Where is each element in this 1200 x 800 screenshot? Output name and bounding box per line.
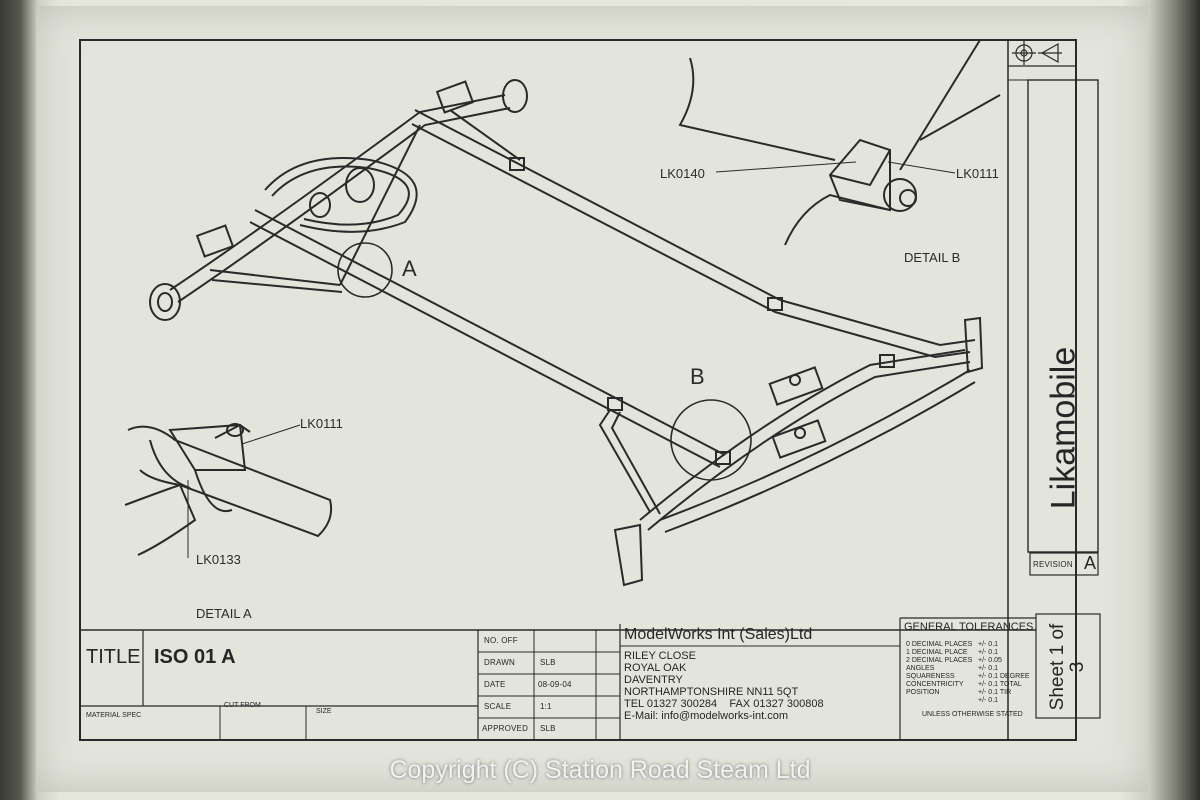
part-label-lk0111-detail-a: LK0111 [300,416,343,431]
circle-b-label: B [690,364,705,389]
title-label: TITLE [86,646,141,668]
scale-label: SCALE [484,702,512,711]
copyright-watermark: Copyright (C) Station Road Steam Ltd [389,756,811,784]
drawing-title: ISO 01 A [154,646,236,668]
address-line-1: RILEY CLOSE [624,650,696,662]
detail-b-caption: DETAIL B [904,250,961,265]
projection-symbol-icon [1012,41,1062,65]
part-label-lk0111-detail-b: LK0111 [956,166,999,181]
company-email: E-Mail: info@modelworks-int.com [624,710,788,722]
cut-from-label: CUT FROM [224,702,261,709]
company-phone-row: TEL 01327 300284 FAX 01327 300808 [624,698,824,710]
drawing-border [79,39,1077,741]
tolerances-heading: GENERAL TOLERANCES [904,621,1034,633]
detail-b-view [678,39,1001,246]
part-label-lk0133: LK0133 [196,552,241,567]
company-name: ModelWorks Int (Sales)Ltd [624,626,813,643]
tolerances-table: 0 DECIMAL PLACES+/- 0.1 1 DECIMAL PLACE+… [906,641,1032,705]
revision-box [1029,552,1099,576]
date-value: 08-09-04 [538,680,572,689]
tolerance-row: ANGLES+/- 0.1 [906,665,999,672]
company-fax: FAX 01327 300808 [729,698,824,710]
address-line-3: DAVENTRY [624,674,683,686]
detail-a-caption: DETAIL A [196,606,252,621]
tolerance-row: 0 DECIMAL PLACES+/- 0.1 [906,641,999,648]
scale-value: 1:1 [540,702,552,711]
company-tel: TEL 01327 300284 [624,698,718,710]
product-name: Likamobile [1044,346,1083,510]
detail-a-circle [337,242,393,298]
sheet-number: Sheet 1 of 3 [1047,623,1088,711]
part-label-lk0140: LK0140 [660,166,705,181]
no-off-label: NO. OFF [484,636,518,645]
approved-label: APPROVED [482,724,529,733]
tolerance-row: 1 DECIMAL PLACE+/- 0.1 [906,649,999,656]
drawn-label: DRAWN [484,658,515,667]
circle-a-label: A [402,256,417,281]
revision-label: REVISION [1033,560,1073,569]
tolerances-note: UNLESS OTHERWISE STATED [922,711,1023,718]
detail-a-view [124,423,333,558]
tolerance-row: POSITION+/- 0.1 TIR [906,689,1012,696]
sheet-holder: Sheet 1 of 3 [1040,618,1096,716]
product-name-box [1027,79,1099,553]
tolerance-row: 2 DECIMAL PLACES+/- 0.05 [906,657,1002,664]
address-line-4: NORTHAMPTONSHIRE NN11 5QT [624,686,799,698]
revision-value: A [1084,553,1097,573]
date-label: DATE [484,680,506,689]
approved-value: SLB [540,724,556,733]
drawn-value: SLB [540,658,556,667]
address-line-2: ROYAL OAK [624,662,687,674]
tolerance-row: SQUARENESS+/- 0.1 DEGREE [906,673,1030,680]
company-address: RILEY CLOSE ROYAL OAK DAVENTRY NORTHAMPT… [624,650,824,722]
tolerance-row: CONCENTRICITY+/- 0.1 TOTAL [906,681,1022,688]
material-spec-label: MATERIAL SPEC [86,712,142,719]
size-label: SIZE [316,708,332,715]
drawing-sheet [36,6,1148,792]
product-name-holder: Likamobile [1040,318,1088,538]
chassis-isometric [149,79,984,587]
detail-b-circle [670,399,752,481]
tolerance-row: +/- 0.1 [978,697,999,704]
sheet-box [1035,613,1101,719]
